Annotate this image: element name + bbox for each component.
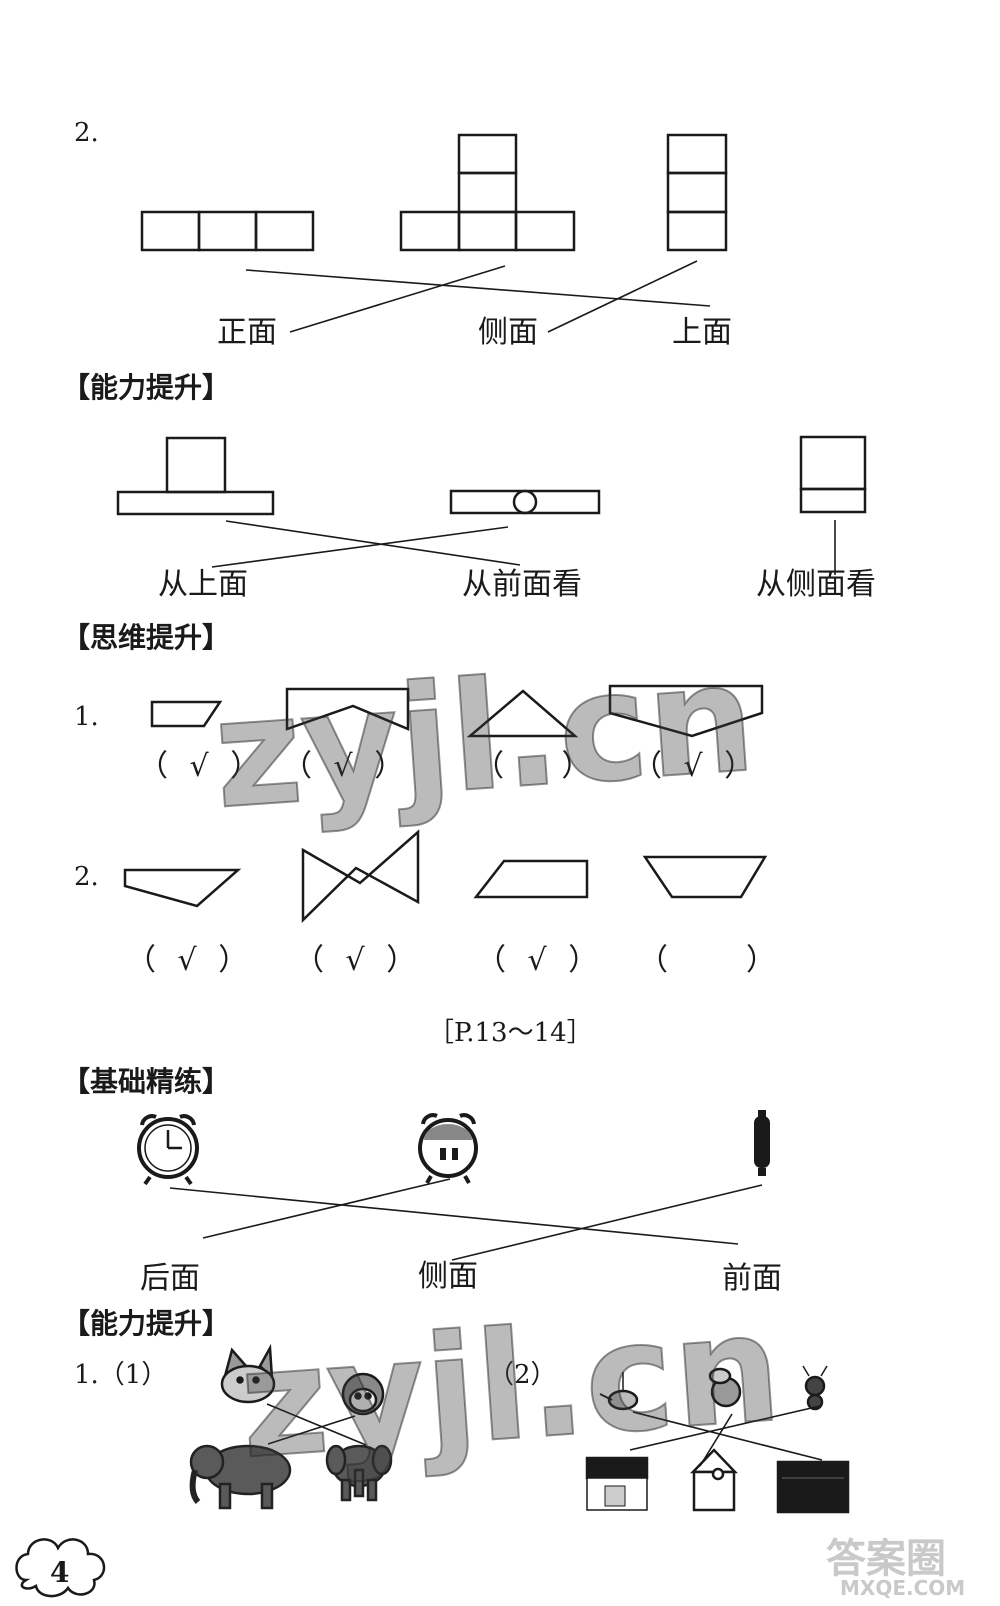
label-side-d: 侧面 xyxy=(418,1259,478,1294)
shape-c2-4 xyxy=(642,855,768,899)
bird-icon xyxy=(599,1372,639,1411)
section-e-item1: 1.（1） xyxy=(74,1360,168,1390)
house-side-icon xyxy=(690,1448,738,1512)
snail-icon xyxy=(708,1367,742,1408)
elephant-front-icon xyxy=(325,1444,393,1502)
shape-c1-4 xyxy=(608,684,764,738)
section-d-header: 【基础精练】 xyxy=(62,1065,231,1098)
label-from-top: 从上面 xyxy=(158,567,248,602)
view-t-shape xyxy=(399,133,576,252)
shape-c1-2 xyxy=(285,687,410,731)
view-row-of-three xyxy=(140,210,315,252)
site-mark-cn: 答案圈 xyxy=(826,1536,946,1582)
view-tall-block-on-slab xyxy=(116,436,275,516)
section-c-row1-number: 1. xyxy=(74,702,99,732)
monkey-face-icon xyxy=(341,1372,385,1416)
matching-lines-e2 xyxy=(629,1405,823,1467)
matching-lines-d xyxy=(169,1178,763,1261)
section-e-header: 【能力提升】 xyxy=(62,1307,231,1340)
label-front: 正面 xyxy=(217,315,277,350)
label-from-front: 从前面看 xyxy=(462,567,582,602)
answer-c1-4: （ √ ） xyxy=(632,749,761,784)
label-side: 侧面 xyxy=(478,315,538,350)
label-top: 上面 xyxy=(672,315,732,350)
matching-lines-a xyxy=(245,260,711,333)
answer-c2-4: （ ） xyxy=(638,943,782,978)
alarm-clock-side-icon xyxy=(754,1110,770,1176)
label-front-d: 前面 xyxy=(722,1261,782,1296)
page-reference: ［P.13～14］ xyxy=(428,1018,593,1048)
answer-c2-2: （ √ ） xyxy=(294,943,423,978)
ant-icon xyxy=(802,1365,828,1411)
shape-c2-3 xyxy=(473,859,589,899)
shape-c2-1 xyxy=(123,868,242,908)
answer-c1-3: （ ） xyxy=(474,749,598,784)
label-from-side: 从侧面看 xyxy=(756,567,876,602)
answer-c1-2: （ √ ） xyxy=(282,749,411,784)
building-top-view-icon xyxy=(585,1456,649,1511)
shape-c1-1 xyxy=(150,700,223,728)
answer-c2-1: （ √ ） xyxy=(126,943,255,978)
page-number: 4 xyxy=(50,1556,70,1589)
building-front-view-icon xyxy=(776,1460,850,1514)
matching-lines-e1 xyxy=(266,1403,367,1446)
section-c-row2-number: 2. xyxy=(74,862,99,892)
section-b-header: 【能力提升】 xyxy=(62,371,231,404)
shape-c1-3 xyxy=(466,689,579,738)
view-slab-with-circle xyxy=(449,489,601,515)
matching-lines-b xyxy=(211,520,836,575)
section-a-number: 2. xyxy=(74,118,99,148)
view-column-of-three xyxy=(666,133,728,252)
answer-c2-3: （ √ ） xyxy=(476,943,605,978)
alarm-clock-back-icon xyxy=(418,1113,478,1184)
answer-c1-1: （ √ ） xyxy=(138,749,267,784)
view-block-with-base xyxy=(799,435,867,514)
section-e-item2: （2） xyxy=(488,1360,557,1390)
fox-face-icon xyxy=(220,1343,276,1404)
page-number-cloud xyxy=(15,1538,106,1598)
section-c-header: 【思维提升】 xyxy=(62,621,231,654)
shape-c2-2 xyxy=(301,829,420,923)
alarm-clock-front-icon xyxy=(137,1114,199,1186)
label-back: 后面 xyxy=(140,1261,200,1296)
elephant-side-icon xyxy=(189,1444,292,1510)
site-mark-en: MXQE.COM xyxy=(840,1576,966,1600)
